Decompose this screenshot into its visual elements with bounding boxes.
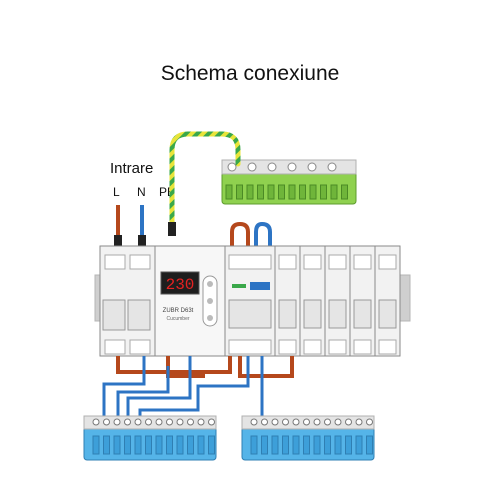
bottom-live-wire-1 bbox=[116, 356, 232, 374]
busbar-screw bbox=[334, 418, 342, 426]
busbar-screw bbox=[271, 418, 279, 426]
input-breaker bbox=[99, 245, 156, 357]
busbar-slot bbox=[197, 435, 205, 455]
outgoing-breakers bbox=[224, 245, 401, 357]
busbar-screw bbox=[113, 418, 121, 426]
relay-model: Cucumber bbox=[166, 316, 189, 322]
voltage-display: 230 bbox=[166, 276, 195, 294]
busbar-slot bbox=[345, 435, 352, 455]
busbar-screw bbox=[145, 418, 152, 426]
busbar-slot bbox=[334, 435, 342, 455]
busbar-slot bbox=[145, 435, 152, 455]
busbar-screw bbox=[324, 418, 331, 426]
busbar-screw bbox=[247, 162, 257, 172]
bottom-neutral-wire-5 bbox=[138, 356, 250, 430]
neutral-busbar-right bbox=[241, 415, 375, 461]
earth-wire bbox=[169, 131, 241, 233]
busbar-slot bbox=[288, 184, 296, 200]
breaker-module bbox=[374, 245, 401, 357]
bottom-live-wire-3 bbox=[238, 356, 294, 378]
indicator-window bbox=[250, 282, 270, 290]
busbar-screw bbox=[287, 162, 297, 172]
busbar-slot bbox=[257, 184, 264, 200]
earth-busbar bbox=[221, 159, 357, 205]
busbar-slot bbox=[113, 435, 121, 455]
busbar-slot bbox=[309, 184, 317, 200]
breaker-module bbox=[274, 245, 301, 357]
busbar-slot bbox=[355, 435, 363, 455]
top-neutral-loop bbox=[254, 221, 272, 250]
diagram-title: Schema conexiune bbox=[160, 62, 340, 85]
busbar-screw bbox=[250, 418, 258, 426]
busbar-screw bbox=[227, 162, 237, 172]
busbar-screw bbox=[176, 418, 184, 426]
busbar-slot bbox=[155, 435, 163, 455]
input-label: Intrare bbox=[110, 160, 154, 177]
busbar-slot bbox=[278, 184, 285, 200]
busbar-screw bbox=[313, 418, 321, 426]
busbar-screw bbox=[267, 162, 277, 172]
busbar-slot bbox=[324, 435, 331, 455]
busbar-slot bbox=[271, 435, 279, 455]
busbar-screw bbox=[92, 418, 100, 426]
neutral-busbar-left bbox=[83, 415, 217, 461]
busbar-slot bbox=[366, 435, 373, 455]
busbar-slot bbox=[330, 184, 338, 200]
live-wire-label: L bbox=[113, 185, 120, 199]
busbar-screw bbox=[307, 162, 317, 172]
busbar-screw bbox=[124, 418, 131, 426]
busbar-screw bbox=[208, 418, 215, 426]
busbar-screw bbox=[166, 418, 173, 426]
busbar-slot bbox=[320, 184, 327, 200]
indicator-led bbox=[232, 284, 246, 288]
busbar-screw bbox=[134, 418, 142, 426]
busbar-slot bbox=[282, 435, 289, 455]
busbar-slot bbox=[267, 184, 275, 200]
busbar-slot bbox=[166, 435, 173, 455]
busbar-slot bbox=[103, 435, 110, 455]
busbar-screw bbox=[345, 418, 352, 426]
busbar-screw bbox=[327, 162, 337, 172]
busbar-screw bbox=[303, 418, 310, 426]
busbar-slot bbox=[299, 184, 306, 200]
busbar-screw bbox=[366, 418, 373, 426]
breaker-module bbox=[324, 245, 351, 357]
bottom-neutral-wire-2 bbox=[116, 366, 170, 430]
busbar-slot bbox=[134, 435, 142, 455]
busbar-screw bbox=[155, 418, 163, 426]
busbar-screw bbox=[261, 418, 268, 426]
bottom-neutral-wire-1 bbox=[102, 356, 146, 430]
busbar-slot bbox=[313, 435, 321, 455]
busbar-slot bbox=[176, 435, 184, 455]
busbar-screw bbox=[292, 418, 300, 426]
busbar-slot bbox=[92, 435, 100, 455]
busbar-slot bbox=[341, 184, 348, 200]
busbar-slot bbox=[124, 435, 131, 455]
busbar-slot bbox=[187, 435, 194, 455]
neutral-wire-label: N bbox=[137, 185, 146, 199]
busbar-slot bbox=[303, 435, 310, 455]
busbar-slot bbox=[292, 435, 300, 455]
breaker-module bbox=[224, 245, 276, 357]
busbar-slot bbox=[208, 435, 215, 455]
relay-brand: ZUBR D63t bbox=[163, 308, 194, 314]
bottom-neutral-wire-3 bbox=[126, 356, 192, 430]
voltage-relay: 230 ZUBR D63t Cucumber bbox=[154, 245, 226, 357]
busbar-screw bbox=[197, 418, 205, 426]
busbar-slot bbox=[261, 435, 268, 455]
busbar-slot bbox=[236, 184, 243, 200]
breaker-module bbox=[299, 245, 326, 357]
busbar-slot bbox=[250, 435, 258, 455]
busbar-screw bbox=[355, 418, 363, 426]
busbar-slot bbox=[246, 184, 254, 200]
breaker-module bbox=[349, 245, 376, 357]
busbar-screw bbox=[103, 418, 110, 426]
busbar-screw bbox=[282, 418, 289, 426]
busbar-slot bbox=[225, 184, 233, 200]
busbar-screw bbox=[187, 418, 194, 426]
top-live-loop bbox=[230, 221, 250, 250]
